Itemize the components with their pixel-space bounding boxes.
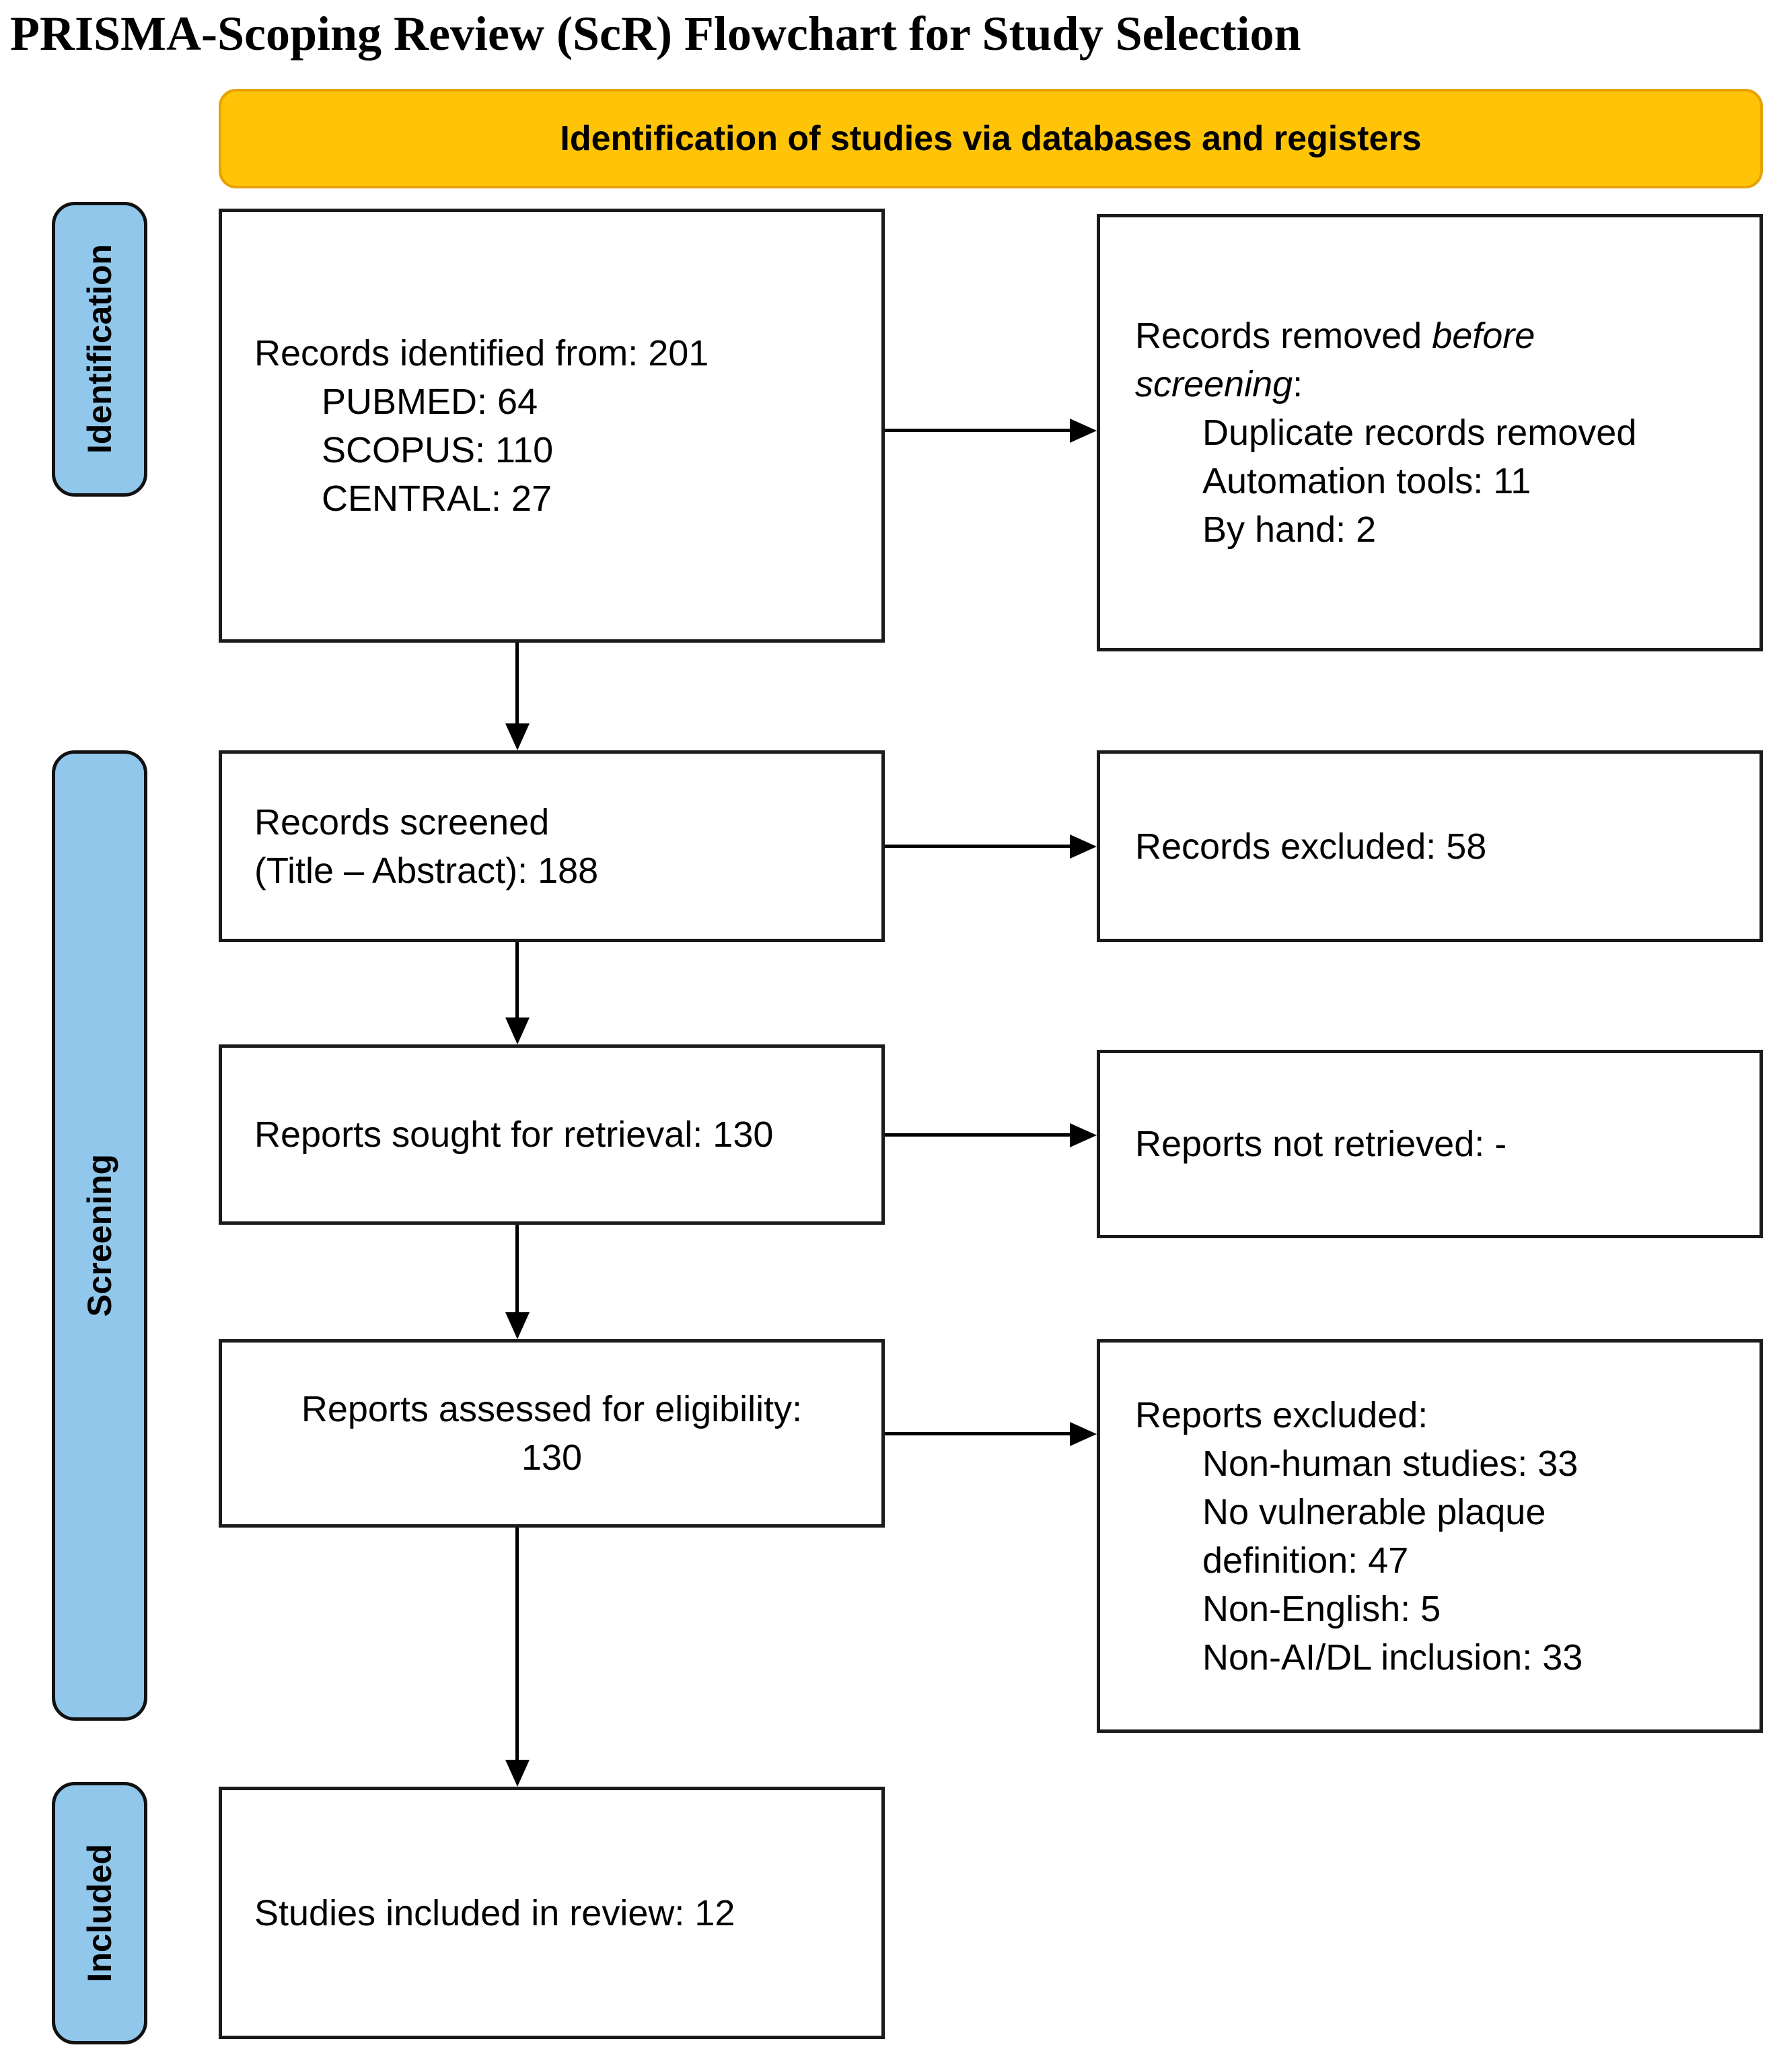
arrow-identified-to-screened-head: [505, 723, 530, 750]
text-line: Studies included in review: 12: [254, 1892, 735, 1933]
page-title: PRISMA-Scoping Review (ScR) Flowchart fo…: [10, 7, 1301, 61]
arrow-sought-to-assessed-stem: [515, 1225, 519, 1312]
text-line: Reports excluded:: [1135, 1394, 1428, 1435]
box-reports-assessed-text: Reports assessed for eligibility: 130: [222, 1385, 881, 1482]
text-line: Non-AI/DL inclusion: 33: [1202, 1637, 1583, 1678]
arrow-sought-to-not-retrieved-head: [1070, 1123, 1097, 1147]
arrow-screened-to-sought-stem: [515, 942, 519, 1017]
text-line: By hand: 2: [1202, 509, 1377, 550]
box-records-removed: Records removed before screening: Duplic…: [1097, 214, 1763, 651]
box-reports-assessed: Reports assessed for eligibility: 130: [219, 1339, 885, 1528]
box-studies-included: Studies included in review: 12: [219, 1787, 885, 2039]
text-segment: :: [1293, 364, 1303, 404]
identification-banner-label: Identification of studies via databases …: [560, 119, 1422, 158]
box-records-identified-text: Records identified from: 201 PUBMED: 64 …: [222, 329, 881, 523]
text-line: Non-English: 5: [1202, 1588, 1441, 1629]
text-line: Reports assessed for eligibility:: [301, 1389, 803, 1429]
text-line: Automation tools: 11: [1202, 461, 1531, 501]
arrow-assessed-to-included-head: [505, 1760, 530, 1787]
stage-label-included: Included: [52, 1782, 147, 2044]
text-line: Records removed before: [1135, 312, 1749, 360]
text-line: CENTRAL: 27: [322, 478, 552, 519]
text-line: definition: 47: [1202, 1540, 1409, 1581]
arrow-sought-to-not-retrieved-stem: [885, 1133, 1070, 1137]
box-reports-excluded-text: Reports excluded: Non-human studies: 33 …: [1100, 1391, 1760, 1682]
stage-label-included-text: Included: [81, 1844, 118, 1982]
stage-label-identification: Identification: [52, 202, 147, 497]
text-line: No vulnerable plaque: [1202, 1491, 1546, 1532]
text-line: Records screened: [254, 801, 550, 843]
text-line: Reports not retrieved: -: [1135, 1124, 1507, 1164]
box-reports-excluded: Reports excluded: Non-human studies: 33 …: [1097, 1339, 1763, 1733]
arrow-screened-to-excluded-head: [1070, 834, 1097, 859]
box-records-identified: Records identified from: 201 PUBMED: 64 …: [219, 209, 885, 643]
box-reports-not-retrieved-text: Reports not retrieved: -: [1100, 1120, 1760, 1168]
text-line: PUBMED: 64: [322, 381, 538, 422]
text-segment-italic: before: [1432, 316, 1535, 356]
text-line: (Title – Abstract): 188: [254, 850, 599, 891]
text-line: Reports sought for retrieval: 130: [254, 1114, 774, 1155]
text-line: 130: [521, 1437, 583, 1478]
stage-label-screening: Screening: [52, 750, 147, 1721]
box-records-excluded-text: Records excluded: 58: [1100, 822, 1760, 871]
arrow-identified-to-removed-stem: [885, 429, 1070, 432]
box-studies-included-text: Studies included in review: 12: [222, 1889, 881, 1937]
text-segment-italic: screening: [1135, 364, 1293, 404]
text-line: Records excluded: 58: [1135, 826, 1487, 867]
box-reports-not-retrieved: Reports not retrieved: -: [1097, 1050, 1763, 1238]
box-records-screened: Records screened (Title – Abstract): 188: [219, 750, 885, 942]
text-line: SCOPUS: 110: [322, 429, 554, 470]
stage-label-identification-text: Identification: [81, 244, 118, 454]
text-line: Duplicate records removed: [1202, 413, 1637, 453]
arrow-sought-to-assessed-head: [505, 1312, 530, 1339]
box-reports-sought-text: Reports sought for retrieval: 130: [222, 1110, 881, 1159]
arrow-screened-to-sought-head: [505, 1017, 530, 1044]
box-records-removed-text: Records removed before screening: Duplic…: [1100, 312, 1760, 554]
identification-banner: Identification of studies via databases …: [219, 89, 1763, 188]
arrow-assessed-to-reports-excluded-head: [1070, 1422, 1097, 1446]
text-line: screening:: [1135, 360, 1749, 408]
text-line: Non-human studies: 33: [1202, 1443, 1579, 1484]
text-line: Records identified from: 201: [254, 332, 709, 373]
text-segment: Records removed: [1135, 316, 1433, 356]
arrow-identified-to-screened-stem: [515, 643, 519, 723]
arrow-screened-to-excluded-stem: [885, 845, 1070, 848]
arrow-assessed-to-reports-excluded-stem: [885, 1432, 1070, 1435]
box-records-screened-text: Records screened (Title – Abstract): 188: [222, 798, 881, 895]
box-records-excluded: Records excluded: 58: [1097, 750, 1763, 942]
stage-label-screening-text: Screening: [81, 1154, 118, 1317]
arrow-assessed-to-included-stem: [515, 1528, 519, 1760]
box-reports-sought: Reports sought for retrieval: 130: [219, 1044, 885, 1225]
arrow-identified-to-removed-head: [1070, 419, 1097, 443]
